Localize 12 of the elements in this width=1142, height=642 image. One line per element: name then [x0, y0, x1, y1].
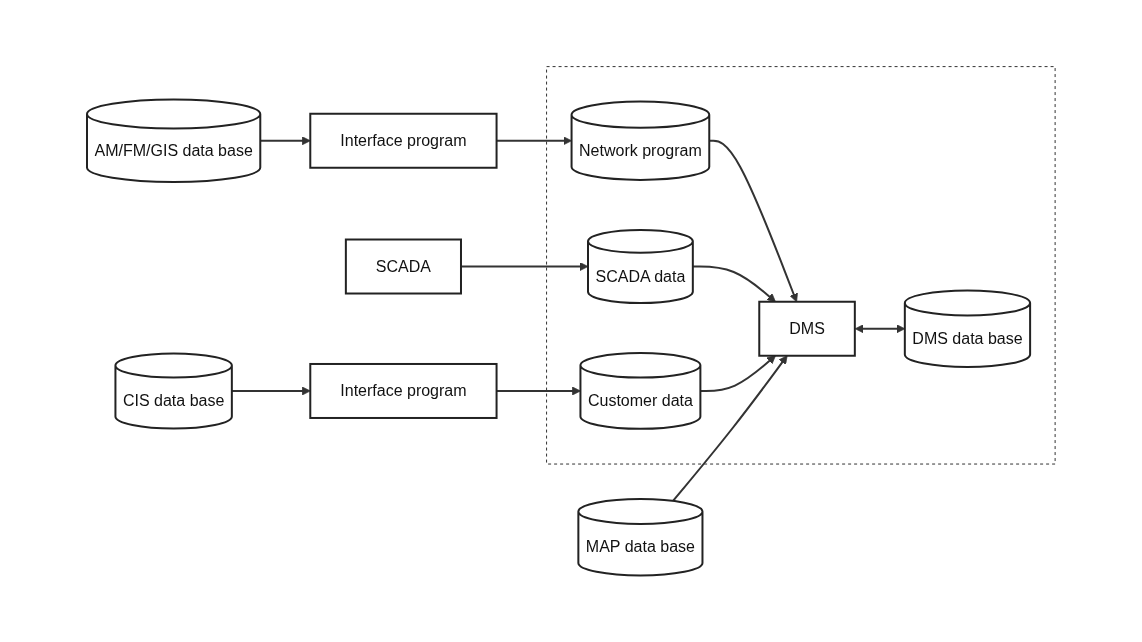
- node-box: SCADA: [344, 238, 462, 295]
- arrow: [854, 324, 906, 334]
- cluster: [546, 66, 1056, 465]
- arrow: [691, 265, 776, 303]
- node-box: Interface program: [309, 112, 498, 169]
- node-box: Interface program: [309, 362, 498, 419]
- arrow: [259, 136, 311, 146]
- node-box: DMS: [758, 300, 856, 357]
- arrow: [708, 139, 798, 303]
- arrow: [699, 355, 776, 392]
- arrow: [672, 355, 788, 502]
- arrow: [230, 386, 311, 396]
